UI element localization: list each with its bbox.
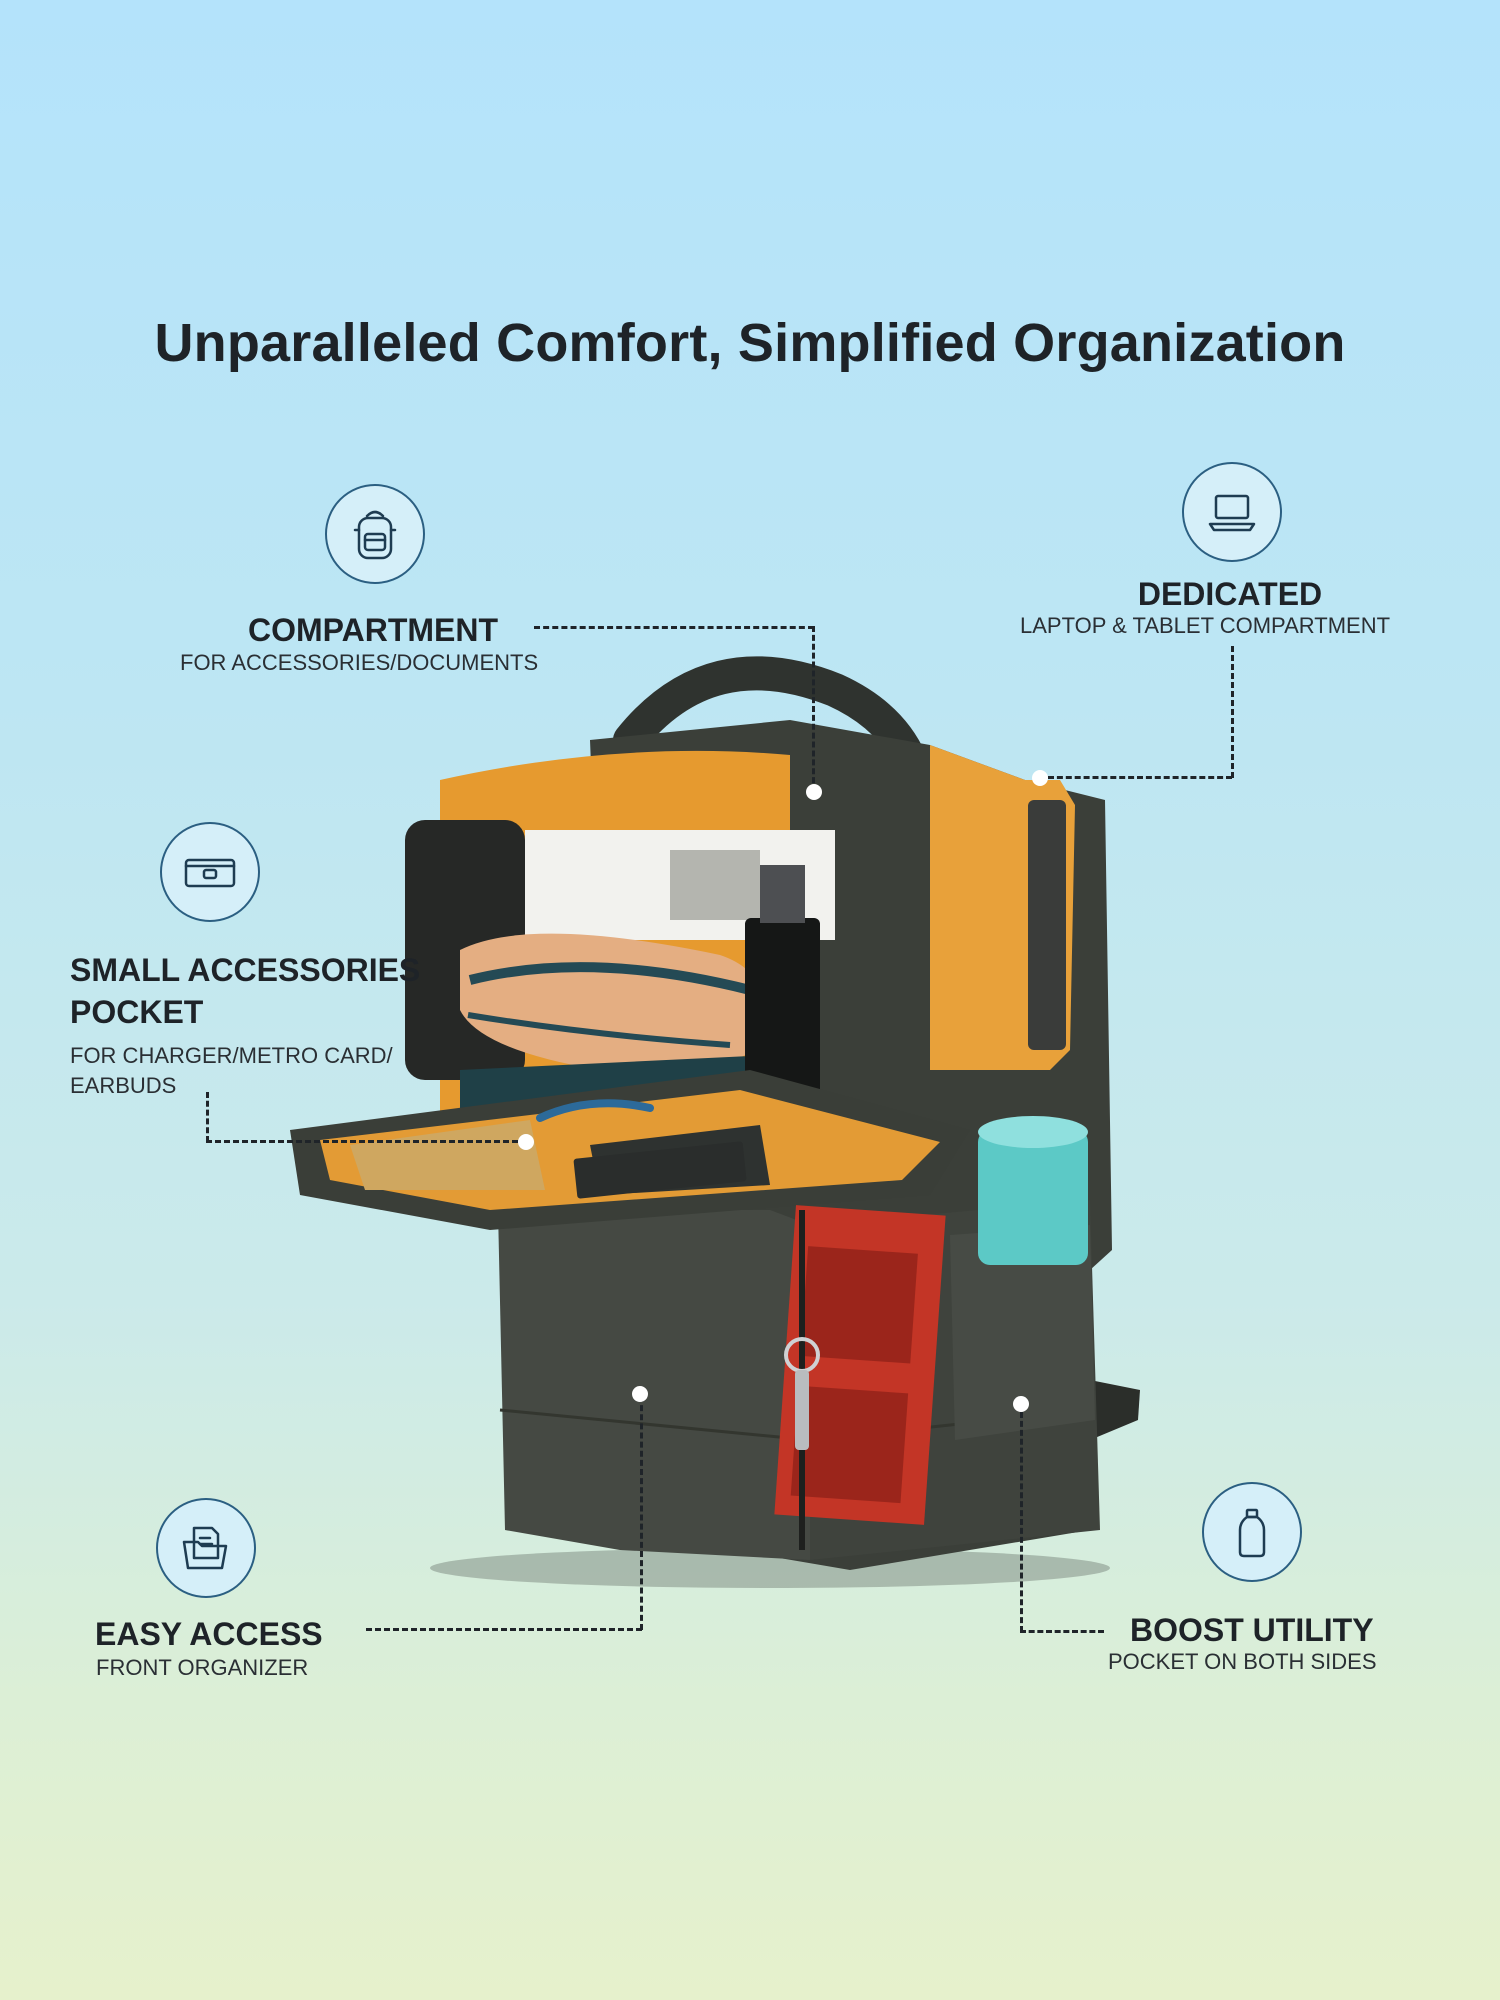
dedicated-heading: DEDICATED — [1137, 576, 1323, 612]
small-pocket-leader-h — [206, 1140, 518, 1143]
boost-utility-leader-v — [1020, 1412, 1023, 1632]
boost-utility-marker — [1013, 1396, 1029, 1412]
backpack-icon — [325, 484, 425, 584]
compartment-marker — [806, 784, 822, 800]
small-pocket-sub-1: FOR CHARGER/METRO CARD/ — [70, 1043, 393, 1068]
wallet-icon — [160, 822, 260, 922]
compartment-leader-v — [812, 626, 815, 792]
laptop-icon — [1182, 462, 1282, 562]
small-pocket-marker — [518, 1134, 534, 1150]
boost-utility-sub: POCKET ON BOTH SIDES — [1108, 1649, 1377, 1674]
compartment-leader-h — [534, 626, 814, 629]
small-pocket-leader-v — [206, 1092, 209, 1142]
compartment-sub: FOR ACCESSORIES/DOCUMENTS — [180, 650, 539, 675]
easy-access-heading: EASY ACCESS — [95, 1616, 323, 1652]
compartment-heading: COMPARTMENT — [248, 612, 499, 648]
easy-access-marker — [632, 1386, 648, 1402]
dedicated-leader-v — [1231, 646, 1234, 778]
easy-access-sub: FRONT ORGANIZER — [96, 1655, 309, 1680]
boost-utility-heading: BOOST UTILITY — [1130, 1612, 1374, 1648]
folder-icon — [156, 1498, 256, 1598]
dedicated-leader-h — [1048, 776, 1232, 779]
page-title: Unparalleled Comfort, Simplified Organiz… — [154, 313, 1346, 373]
backpack-illustration — [290, 656, 1140, 1588]
small-pocket-heading-1: SMALL ACCESSORIES — [70, 952, 421, 988]
dedicated-marker — [1032, 770, 1048, 786]
bottle-icon — [1202, 1482, 1302, 1582]
dedicated-sub: LAPTOP & TABLET COMPARTMENT — [1020, 613, 1391, 638]
small-pocket-sub-2: EARBUDS — [70, 1073, 177, 1098]
easy-access-leader-h — [366, 1628, 642, 1631]
boost-utility-leader-h — [1020, 1630, 1104, 1633]
small-pocket-heading-2: POCKET — [70, 994, 204, 1030]
easy-access-leader-v — [640, 1396, 643, 1630]
